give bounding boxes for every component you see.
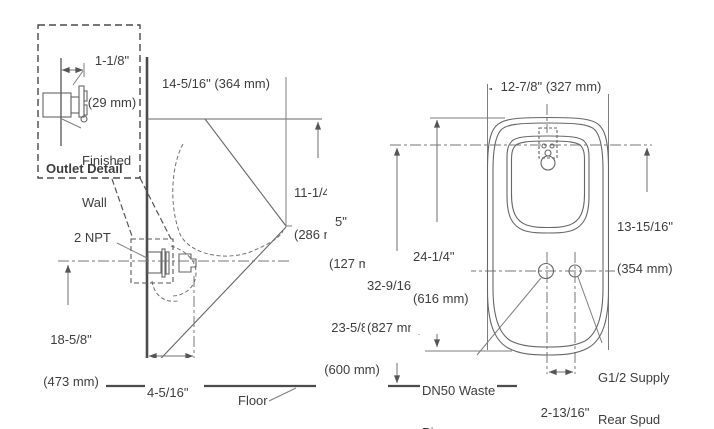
finished-wall-label: Finished Wall — [82, 153, 132, 210]
finished-wall-leader — [61, 118, 82, 129]
npt-label: 2 NPT — [74, 230, 111, 245]
outlet-fitting-body — [147, 251, 162, 274]
outlet-detail-inset — [37, 24, 172, 240]
detail-dashed-border — [37, 24, 141, 179]
floor-label: Floor — [238, 393, 268, 408]
dim-fixture-height-label: 24-1/4" (616 mm) — [411, 222, 471, 334]
detail-callout-line-left — [111, 178, 134, 240]
spud-hole-right — [549, 143, 555, 149]
detail-projection-inches: 1-1/8" — [94, 53, 130, 68]
front-view — [390, 84, 655, 376]
detail-pipe-stub — [70, 96, 80, 114]
outlet-spud-bracket — [178, 253, 197, 273]
waste-leader — [476, 277, 542, 356]
detail-dim-leader — [72, 70, 84, 86]
dim-spud-offset-label: 2-13/16" (71 mm) — [532, 378, 598, 429]
waste-pipe-label: DN50 Waste Pipe — [420, 356, 498, 429]
front-inner-shell — [492, 122, 604, 348]
spud-hole-left — [541, 143, 547, 149]
dim-depth-label: 14-5/16" (364 mm) — [149, 77, 283, 91]
floor-leader — [268, 387, 297, 402]
side-trap-hidden-line — [170, 245, 197, 297]
outlet-detail-title: Outlet Detail — [46, 161, 123, 176]
supply-spud-circle — [568, 264, 582, 278]
detail-spud-bar-top — [83, 90, 88, 102]
supply-leader — [577, 276, 603, 344]
detail-spud-nut — [80, 115, 88, 123]
dim-spud-to-outlet-label: 13-15/16" (354 mm) — [615, 192, 675, 304]
dim-width-label: 12-7/8" (327 mm) — [492, 80, 610, 94]
side-trap-hidden-line-2 — [151, 280, 179, 302]
spud-fitting-top — [544, 149, 552, 157]
detail-projection-mm: (29 mm) — [87, 95, 137, 110]
side-view — [58, 57, 517, 402]
front-outer-shell — [486, 116, 610, 356]
detail-pipe — [42, 92, 72, 118]
dim-outlet-setout-label: 4-5/16" (110 mm) — [145, 358, 204, 429]
dim-outlet-height-label: 18-5/8" (473 mm) — [36, 305, 106, 417]
detail-projection-label: 1-1/8" (29 mm) — [80, 26, 144, 138]
waste-outlet-circle — [537, 262, 555, 280]
supply-spud-label: G1/2 Supply Rear Spud — [598, 370, 670, 427]
side-front-slope — [204, 118, 287, 227]
front-bowl-opening-inner — [510, 140, 586, 229]
outlet-fitting-flange — [161, 248, 166, 278]
front-bowl-opening-outer — [506, 135, 590, 234]
side-lower-slope — [147, 226, 287, 373]
outlet-fitting-gasket — [165, 251, 170, 275]
spud-hidden-box — [538, 127, 558, 159]
npt-leader — [116, 242, 148, 259]
detail-callout-line-right — [139, 177, 172, 240]
detail-spud-bar-bottom — [83, 104, 88, 116]
side-bowl-hidden-line — [172, 143, 284, 257]
